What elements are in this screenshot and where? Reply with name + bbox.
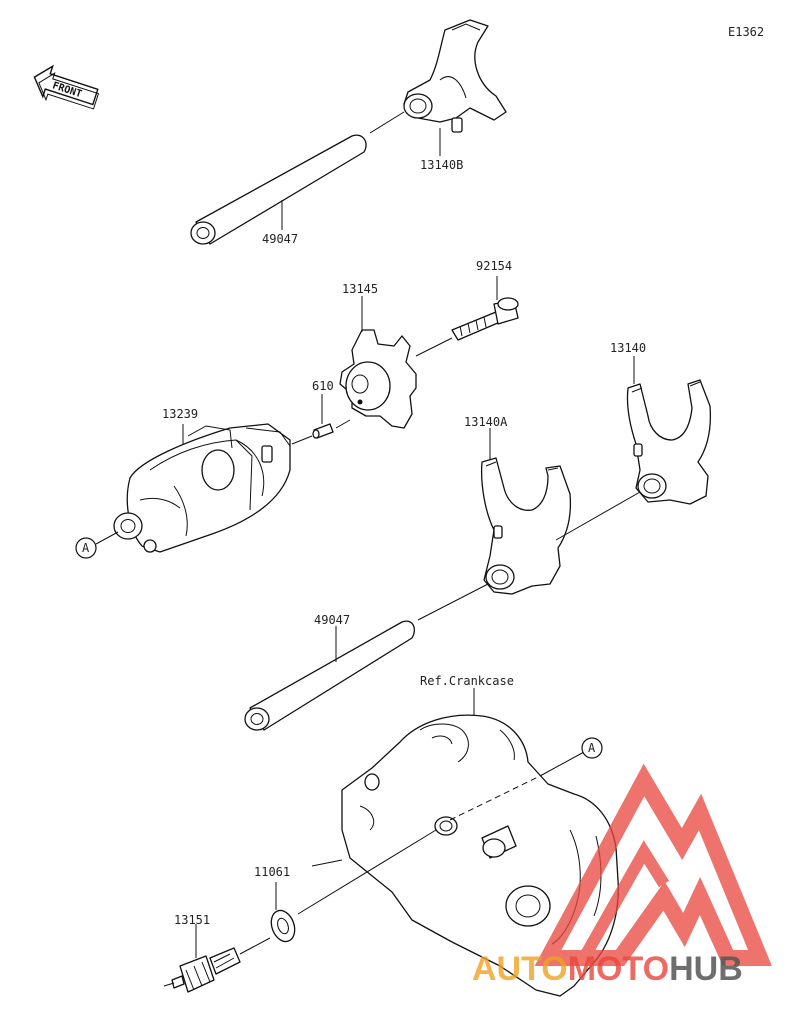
callout-11061: 11061 <box>254 865 290 879</box>
watermark-auto: AUTO <box>472 950 568 988</box>
callout-49047-top: 49047 <box>262 232 298 246</box>
callout-ref-crankcase: Ref.Crankcase <box>420 674 514 688</box>
reference-a-right: A <box>588 741 596 755</box>
callout-13151: 13151 <box>174 913 210 927</box>
shift-fork-13140B <box>403 19 507 133</box>
reference-circle-a-left <box>75 537 97 559</box>
pin-610 <box>312 423 334 439</box>
callout-13239: 13239 <box>162 407 198 421</box>
callout-13140B: 13140B <box>420 158 463 172</box>
bolt-92154 <box>451 297 519 341</box>
washer-11061 <box>270 909 296 943</box>
callout-610: 610 <box>312 379 334 393</box>
callout-13140A: 13140A <box>464 415 508 429</box>
watermark-moto: MOTO <box>568 950 669 988</box>
diagram-code: E1362 <box>728 25 764 39</box>
callout-49047-mid: 49047 <box>314 613 350 627</box>
reference-a-left: A <box>82 541 90 555</box>
shift-fork-13140 <box>626 379 712 505</box>
neutral-switch-13151 <box>163 947 241 993</box>
reference-circle-a-right <box>581 737 603 759</box>
watermark-logo <box>534 763 772 966</box>
callout-92154: 92154 <box>476 259 512 273</box>
watermark-text: AUTOMOTOHUB <box>472 950 743 988</box>
shift-drum-13239 <box>113 423 291 553</box>
watermark-hub: HUB <box>669 950 743 988</box>
fork-shaft-49047-mid <box>244 620 416 731</box>
callout-13140: 13140 <box>610 341 646 355</box>
shift-fork-13140A <box>480 457 572 595</box>
front-arrow-icon: FRONT <box>33 64 100 110</box>
fork-shaft-49047-top <box>190 134 367 245</box>
crankcase-reference <box>341 714 619 997</box>
callout-13145: 13145 <box>342 282 378 296</box>
shift-drum-cam-13145 <box>339 329 417 429</box>
